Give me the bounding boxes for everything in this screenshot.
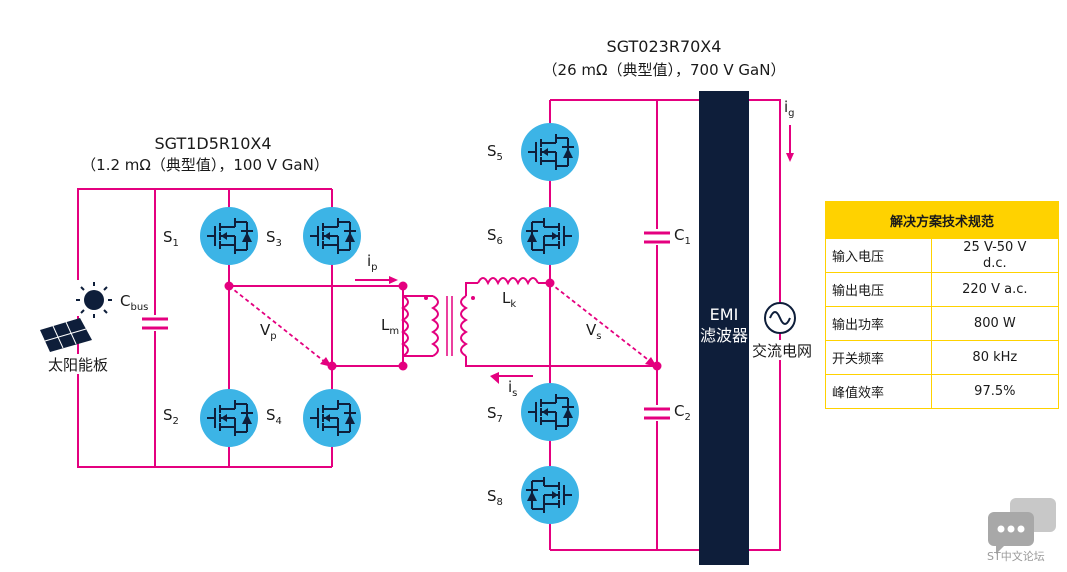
label-s8: S8 xyxy=(487,487,503,508)
capacitor-c2 xyxy=(642,405,672,421)
label-s1: S1 xyxy=(163,228,179,249)
label-c1: C1 xyxy=(674,226,691,247)
spec-value: 25 V-50 V d.c. xyxy=(930,238,1060,273)
mosfet-s3 xyxy=(302,206,362,266)
spec-value: 80 kHz xyxy=(930,340,1060,375)
emi-label: EMI xyxy=(710,305,739,324)
chat-bubble-icon xyxy=(988,498,1056,554)
label-s7: S7 xyxy=(487,404,503,425)
spec-name: 开关频率 xyxy=(825,340,932,375)
label-cbus: Cbus xyxy=(120,292,148,313)
filter-label: 滤波器 xyxy=(700,326,748,345)
spec-name: 输入电压 xyxy=(825,238,932,273)
lv-part-spec: （1.2 mΩ（典型值），100 V GaN） xyxy=(81,156,329,174)
label-lk: Lk xyxy=(502,289,516,310)
label-s5: S5 xyxy=(487,142,503,163)
table-row: 峰值效率 97.5% xyxy=(825,374,1060,409)
mosfet-s5 xyxy=(520,122,580,182)
spec-value-line2: d.c. xyxy=(982,255,1007,271)
capacitor-cbus xyxy=(140,315,170,331)
mosfet-s7 xyxy=(520,382,580,442)
label-c2: C2 xyxy=(674,402,691,423)
spec-table: 解决方案技术规范 输入电压 25 V-50 V d.c. 输出电压 220 V … xyxy=(825,201,1060,409)
label-ip: ip xyxy=(367,252,378,273)
mosfet-s6 xyxy=(520,206,580,266)
solar-panel-label: 太阳能板 xyxy=(48,356,108,374)
label-s2: S2 xyxy=(163,406,179,427)
mosfet-s8 xyxy=(520,465,580,525)
spec-value-line1: 25 V-50 V xyxy=(963,239,1027,255)
wires xyxy=(77,99,781,551)
spec-value: 97.5% xyxy=(930,374,1060,409)
table-row: 输出电压 220 V a.c. xyxy=(825,272,1060,307)
table-row: 输入电压 25 V-50 V d.c. xyxy=(825,238,1060,273)
label-vs: Vs xyxy=(586,321,601,342)
label-lm: Lm xyxy=(381,316,399,337)
label-ig: ig xyxy=(784,98,795,119)
mosfet-s4 xyxy=(302,388,362,448)
mosfet-s2 xyxy=(199,388,259,448)
spec-value: 800 W xyxy=(930,306,1060,341)
label-s3: S3 xyxy=(266,228,282,249)
hv-part-spec: （26 mΩ（典型值），700 V GaN） xyxy=(543,61,786,79)
mosfet-s1 xyxy=(199,206,259,266)
solar-panel-icon xyxy=(40,280,112,352)
component-labels: S1 S3 S2 S4 S5 S6 S7 S8 Cbus C1 C2 Lm Lk… xyxy=(120,98,795,508)
spec-name: 峰值效率 xyxy=(825,374,932,409)
emi-filter-block xyxy=(699,91,749,565)
current-arrows xyxy=(355,125,794,384)
label-is: is xyxy=(508,378,517,399)
hv-part-title: SGT023R70X4 xyxy=(607,37,722,56)
spec-table-title: 解决方案技术规范 xyxy=(825,201,1059,239)
lv-part-title: SGT1D5R10X4 xyxy=(154,134,271,153)
label-vp: Vp xyxy=(260,321,277,342)
capacitor-c1 xyxy=(642,229,672,245)
label-s4: S4 xyxy=(266,406,282,427)
spec-name: 输出电压 xyxy=(825,272,932,307)
label-s6: S6 xyxy=(487,226,503,247)
ac-source-icon xyxy=(764,302,796,334)
table-row: 输出功率 800 W xyxy=(825,306,1060,341)
table-row: 开关频率 80 kHz xyxy=(825,340,1060,375)
watermark-text: ST中文论坛 xyxy=(987,550,1045,563)
ac-grid-label: 交流电网 xyxy=(752,342,812,360)
spec-name: 输出功率 xyxy=(825,306,932,341)
junction-nodes xyxy=(224,278,662,371)
spec-value: 220 V a.c. xyxy=(930,272,1060,307)
